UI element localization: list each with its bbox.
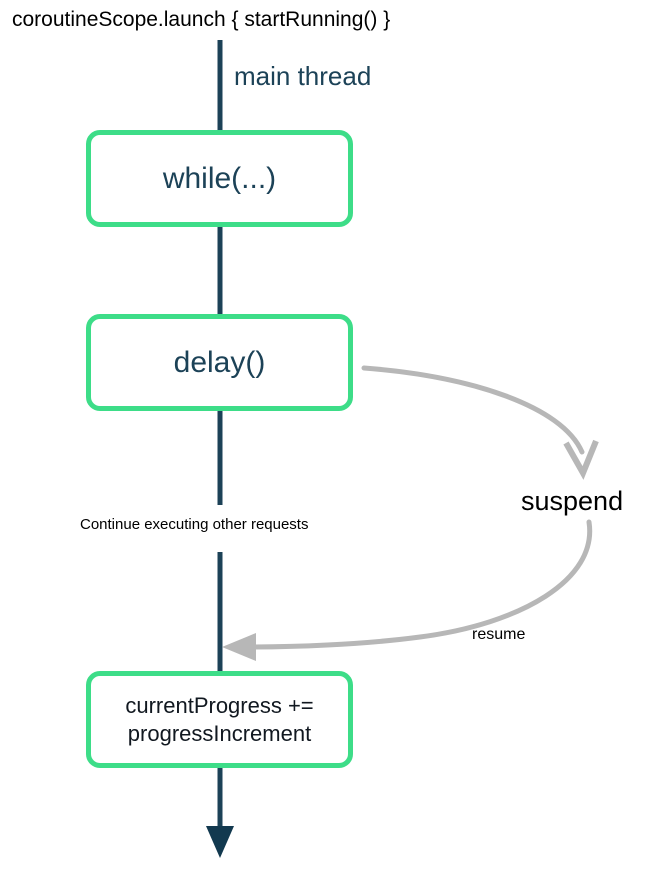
arrow-down-icon	[206, 826, 234, 858]
resume-edge-curve	[245, 519, 593, 650]
resume-edge-label: resume	[472, 626, 526, 643]
diagram-title: coroutineScope.launch { startRunning() }	[12, 8, 391, 31]
suspend-edge-label: suspend	[521, 486, 624, 516]
arrow-down-icon	[563, 439, 599, 480]
node-current-progress-label-line1: currentProgress +=	[125, 693, 314, 718]
node-current-progress-label: currentProgress +=progressIncrement	[125, 692, 313, 747]
suspend-edge-curve	[361, 365, 585, 455]
node-delay[interactable]: delay()	[86, 314, 353, 411]
main-thread-lifeline-label: main thread	[234, 61, 372, 91]
node-while[interactable]: while(...)	[86, 130, 353, 227]
continue-executing-caption: Continue executing other requests	[80, 516, 309, 533]
node-delay-label: delay()	[173, 345, 266, 379]
arrow-left-icon	[222, 633, 256, 661]
node-while-label: while(...)	[162, 161, 277, 195]
node-current-progress-label-line2: progressIncrement	[127, 720, 312, 746]
node-current-progress[interactable]: currentProgress +=progressIncrement	[86, 671, 353, 768]
